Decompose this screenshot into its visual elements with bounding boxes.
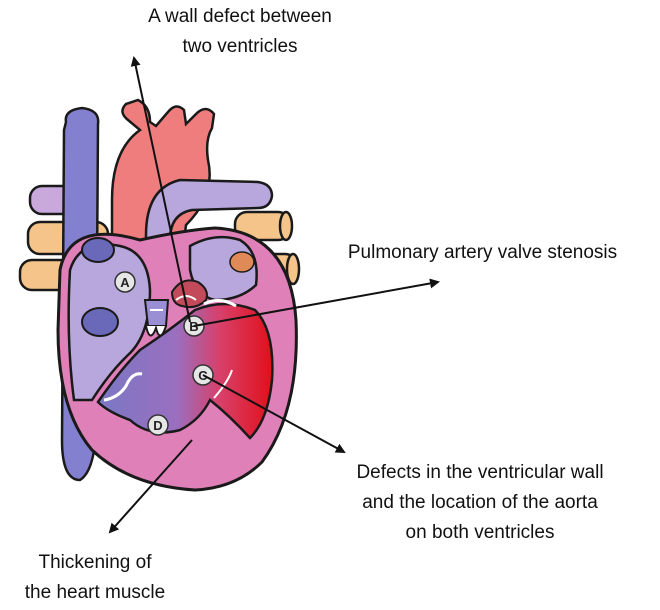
caption-muscle-thickening: Thickening of the heart muscle <box>0 548 190 608</box>
caption-ventricular-defects-line-2: and the location of the aorta <box>300 488 660 518</box>
marker-a: A <box>115 272 135 292</box>
caption-wall-defect: A wall defect between two ventricles <box>100 2 380 62</box>
caption-pulmonary-stenosis-line-1: Pulmonary artery valve stenosis <box>310 238 655 268</box>
caption-pulmonary-stenosis: Pulmonary artery valve stenosis <box>310 238 655 268</box>
caption-muscle-thickening-line-2: the heart muscle <box>0 578 190 608</box>
caption-wall-defect-line-2: two ventricles <box>100 32 380 62</box>
marker-d: D <box>148 415 168 435</box>
pulmonary-valve <box>145 300 168 336</box>
marker-a-label: A <box>120 275 130 290</box>
caption-muscle-thickening-line-1: Thickening of <box>0 548 190 578</box>
marker-d-label: D <box>153 418 162 433</box>
caption-ventricular-defects-line-3: on both ventricles <box>300 518 660 548</box>
caption-wall-defect-line-1: A wall defect between <box>100 2 380 32</box>
caption-ventricular-defects: Defects in the ventricular wall and the … <box>300 458 660 548</box>
caption-ventricular-defects-line-1: Defects in the ventricular wall <box>300 458 660 488</box>
